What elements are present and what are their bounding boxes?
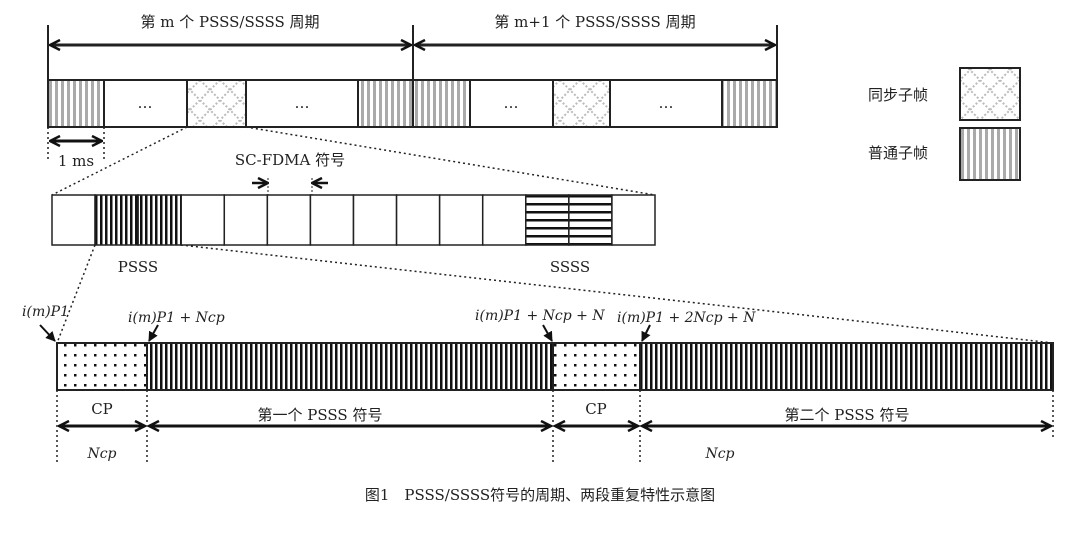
ssss-symbol-cell (568, 194, 613, 246)
scfdma-symbol-cell (395, 194, 441, 246)
psss-symbol-1 (146, 342, 554, 391)
ncp-label-1: Ncp (86, 446, 116, 462)
ellipsis: … (138, 94, 153, 112)
period-m1-label: 第 m+1 个 PSSS/SSSS 周期 (494, 13, 695, 31)
subframe-bar (47, 79, 778, 128)
scfdma-symbol-cell (180, 194, 226, 246)
figure-caption: 图1 PSSS/SSSS符号的周期、两段重复特性示意图 (365, 486, 715, 504)
ncp-label-2: Ncp (704, 446, 734, 462)
marker-start: i(m)P1 (22, 304, 69, 320)
period-m-label: 第 m 个 PSSS/SSSS 周期 (140, 13, 319, 31)
legend-sync-label: 同步子帧 (868, 86, 928, 104)
scfdma-symbol-cell (51, 194, 96, 246)
symbol-bar (51, 194, 656, 246)
scfdma-symbol-cell (611, 194, 656, 246)
ssss-symbol-cell (525, 194, 570, 246)
marker-cp2-start: i(m)P1 + Ncp + N (475, 308, 605, 324)
cp-block-1 (56, 342, 148, 391)
scfdma-label: SC-FDMA 符号 (235, 151, 345, 169)
scfdma-symbol-cell (438, 194, 484, 246)
ellipsis: … (504, 94, 519, 112)
legend-normal-swatch (959, 127, 1021, 181)
scfdma-symbol-cell (352, 194, 398, 246)
first-symbol-label: 第一个 PSSS 符号 (258, 406, 383, 424)
legend-normal-label: 普通子帧 (868, 144, 928, 162)
marker-symbol2-start: i(m)P1 + 2Ncp + N (617, 310, 756, 326)
legend-sync-swatch (959, 67, 1021, 121)
psss-label: PSSS (118, 258, 158, 276)
scfdma-symbol-cell (223, 194, 269, 246)
scfdma-symbol-cell (266, 194, 312, 246)
scfdma-symbol-cell (481, 194, 527, 246)
psss-symbol-cell (137, 194, 182, 246)
marker-symbol1-start: i(m)P1 + Ncp (128, 310, 225, 326)
second-symbol-label: 第二个 PSSS 符号 (785, 406, 910, 424)
cp-label-1: CP (91, 400, 113, 418)
scfdma-symbol-cell (309, 194, 355, 246)
ellipsis: … (659, 94, 674, 112)
cp-block-2 (552, 342, 641, 391)
ellipsis: … (295, 94, 310, 112)
cp-label-2: CP (585, 400, 607, 418)
one-ms-label: 1 ms (58, 152, 94, 170)
psss-symbol-2 (639, 342, 1054, 391)
ssss-label: SSSS (550, 258, 590, 276)
psss-symbol-cell (94, 194, 139, 246)
psss-detail-bar (56, 342, 1054, 391)
